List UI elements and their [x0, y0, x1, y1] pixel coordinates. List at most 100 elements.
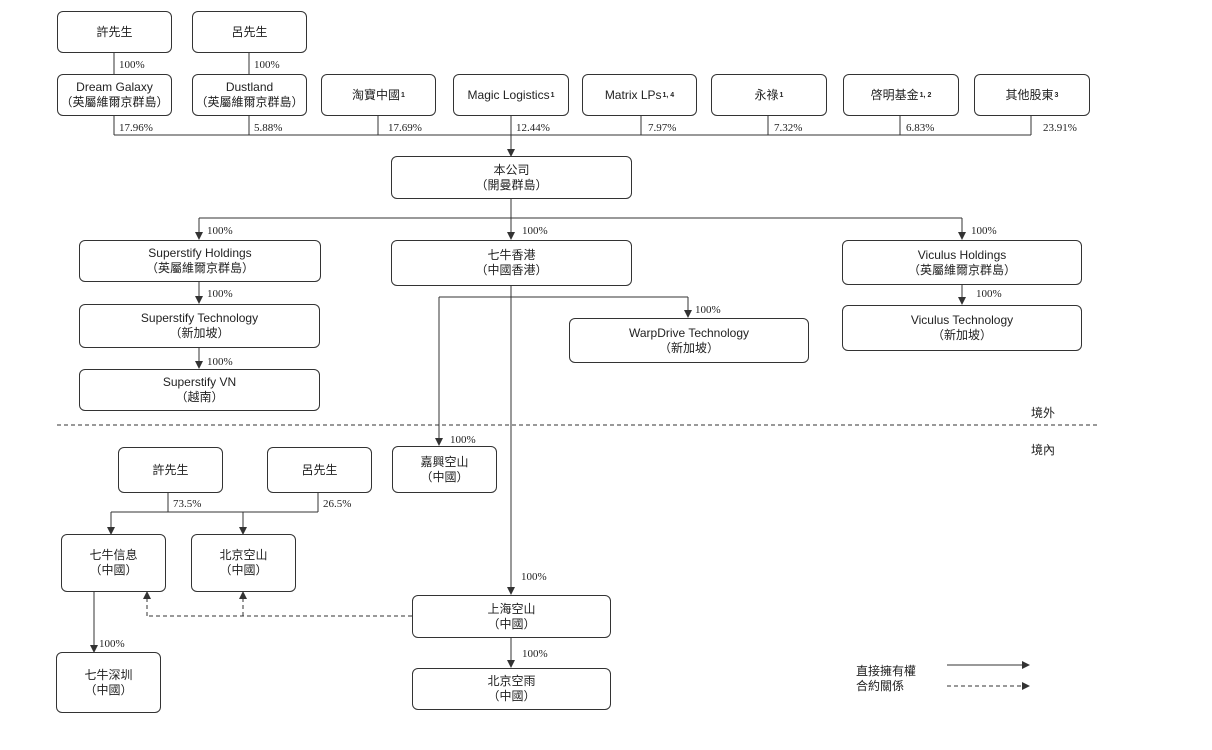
qiniu-shenzhen-pct: 100% — [99, 638, 125, 650]
entity-jurisdiction: （越南） — [175, 390, 224, 404]
entity-jurisdiction: （中國） — [420, 469, 469, 484]
shareholder-jurisdiction: （英屬維爾京群島） — [195, 95, 304, 109]
entity-jurisdiction: （新加坡） — [169, 326, 230, 340]
superstify-vn-pct: 100% — [207, 356, 233, 368]
entity-jurisdiction: （英屬維爾京群島） — [145, 261, 254, 275]
shareholder-name: 淘寶中國 — [352, 87, 401, 102]
footnote-ref: 1 — [550, 91, 555, 99]
qiniu-hk-pct: 100% — [522, 225, 548, 237]
viculus-holdings-pct: 100% — [971, 225, 997, 237]
entity-name: Superstify VN — [162, 375, 237, 389]
footnote-ref: 1, 2 — [919, 91, 932, 99]
entity-jurisdiction: （中國） — [84, 682, 133, 697]
shareholder-pct: 23.91% — [1043, 122, 1077, 134]
hsu-label: 許先生 — [152, 462, 189, 477]
entity-jurisdiction: （中國） — [487, 616, 536, 631]
onshore-lu-pct: 26.5% — [323, 498, 352, 510]
entity-name: Superstify Holdings — [148, 246, 252, 260]
jiaxing-pct: 100% — [450, 434, 476, 446]
entity-name: 嘉興空山 — [420, 454, 469, 469]
entity-jurisdiction: （英屬維爾京群島） — [907, 262, 1016, 277]
shareholder-lu-box: 呂先生 — [192, 11, 307, 53]
entity-name: 七牛深圳 — [84, 667, 133, 682]
lu-ownership-pct: 100% — [254, 59, 280, 71]
shareholder-name: 永祿 — [754, 87, 779, 102]
entity-name: 七牛信息 — [89, 548, 138, 562]
qiniu-shenzhen-box: 七牛深圳 （中國） — [56, 652, 161, 713]
warpdrive-pct: 100% — [695, 304, 721, 316]
entity-name: 北京空山 — [219, 548, 268, 562]
company-name: 本公司 — [493, 162, 530, 177]
qiniu-info-box: 七牛信息 （中國） — [61, 534, 166, 592]
superstify-technology-pct: 100% — [207, 288, 233, 300]
legend-direct-ownership: 直接擁有權 — [856, 664, 917, 678]
shareholder-pct: 17.69% — [388, 122, 422, 134]
shareholder-name: Magic Logistics — [467, 87, 550, 102]
shareholder-pct: 5.88% — [254, 122, 283, 134]
company-box: 本公司 （開曼群島） — [391, 156, 632, 199]
hsu-ownership-pct: 100% — [119, 59, 145, 71]
entity-jurisdiction: （中國） — [487, 689, 536, 703]
entity-jurisdiction: （新加坡） — [658, 340, 719, 355]
viculus-technology-pct: 100% — [976, 288, 1002, 300]
qiniu-hk-box: 七牛香港 （中國香港） — [391, 240, 632, 286]
footnote-ref: 1 — [779, 91, 784, 99]
onshore-hsu-pct: 73.5% — [173, 498, 202, 510]
lu-label: 呂先生 — [301, 462, 338, 477]
shareholder-name: 啓明基金 — [870, 87, 919, 102]
footnote-ref: 1 — [401, 91, 405, 99]
jiaxing-kongshan-box: 嘉興空山 （中國） — [392, 446, 497, 493]
entity-name: 七牛香港 — [487, 248, 536, 262]
shareholder-pct: 7.32% — [774, 122, 803, 134]
shareholder-name: 其他股東 — [1005, 87, 1054, 102]
legend-contractual: 合約關係 — [856, 679, 905, 693]
hsu-label: 許先生 — [96, 24, 133, 39]
viculus-technology-box: Viculus Technology （新加坡） — [842, 305, 1082, 351]
company-jurisdiction: （開曼群島） — [475, 177, 548, 192]
shareholder-pct: 17.96% — [119, 122, 153, 134]
shanghai-kongshan-box: 上海空山 （中國） — [412, 595, 611, 638]
superstify-technology-box: Superstify Technology （新加坡） — [79, 304, 320, 348]
entity-name: Viculus Technology — [910, 313, 1014, 327]
shareholder-pct: 12.44% — [516, 122, 550, 134]
entity-name: Superstify Technology — [140, 311, 259, 325]
entity-name: 北京空雨 — [487, 674, 536, 688]
warpdrive-technology-box: WarpDrive Technology （新加坡） — [569, 318, 809, 363]
viculus-holdings-box: Viculus Holdings （英屬維爾京群島） — [842, 240, 1082, 285]
entity-jurisdiction: （中國） — [219, 563, 268, 577]
shareholder-pct: 7.97% — [648, 122, 677, 134]
shareholder-name: Dustland — [225, 80, 274, 94]
entity-jurisdiction: （中國） — [89, 563, 138, 577]
shareholder-pct: 6.83% — [906, 122, 935, 134]
beijing-kongyu-pct: 100% — [522, 648, 548, 660]
entity-jurisdiction: （新加坡） — [931, 328, 992, 342]
entity-jurisdiction: （中國香港） — [475, 263, 548, 277]
superstify-vn-box: Superstify VN （越南） — [79, 369, 320, 411]
superstify-holdings-box: Superstify Holdings （英屬維爾京群島） — [79, 240, 321, 282]
entity-name: 上海空山 — [487, 601, 536, 616]
shareholder-name: Dream Galaxy — [76, 80, 153, 94]
onshore-label: 境內 — [1031, 443, 1056, 457]
superstify-holdings-pct: 100% — [207, 225, 233, 237]
shareholder-jurisdiction: （英屬維爾京群島） — [60, 95, 169, 109]
entity-name: WarpDrive Technology — [628, 325, 750, 340]
entity-name: Viculus Holdings — [917, 247, 1007, 262]
onshore-lu-box: 呂先生 — [267, 447, 372, 493]
footnote-ref: 1, 4 — [662, 91, 675, 99]
lu-label: 呂先生 — [231, 24, 268, 39]
offshore-label: 境外 — [1031, 406, 1056, 420]
footnote-ref: 3 — [1054, 91, 1059, 99]
shanghai-pct: 100% — [521, 571, 547, 583]
shareholder-hsu-box: 許先生 — [57, 11, 172, 53]
onshore-hsu-box: 許先生 — [118, 447, 223, 493]
shareholder-dustland: Dustland （英屬維爾京群島） — [192, 74, 307, 116]
shareholder-name: Matrix LPs — [604, 87, 662, 102]
beijing-kongshan-box: 北京空山 （中國） — [191, 534, 296, 592]
